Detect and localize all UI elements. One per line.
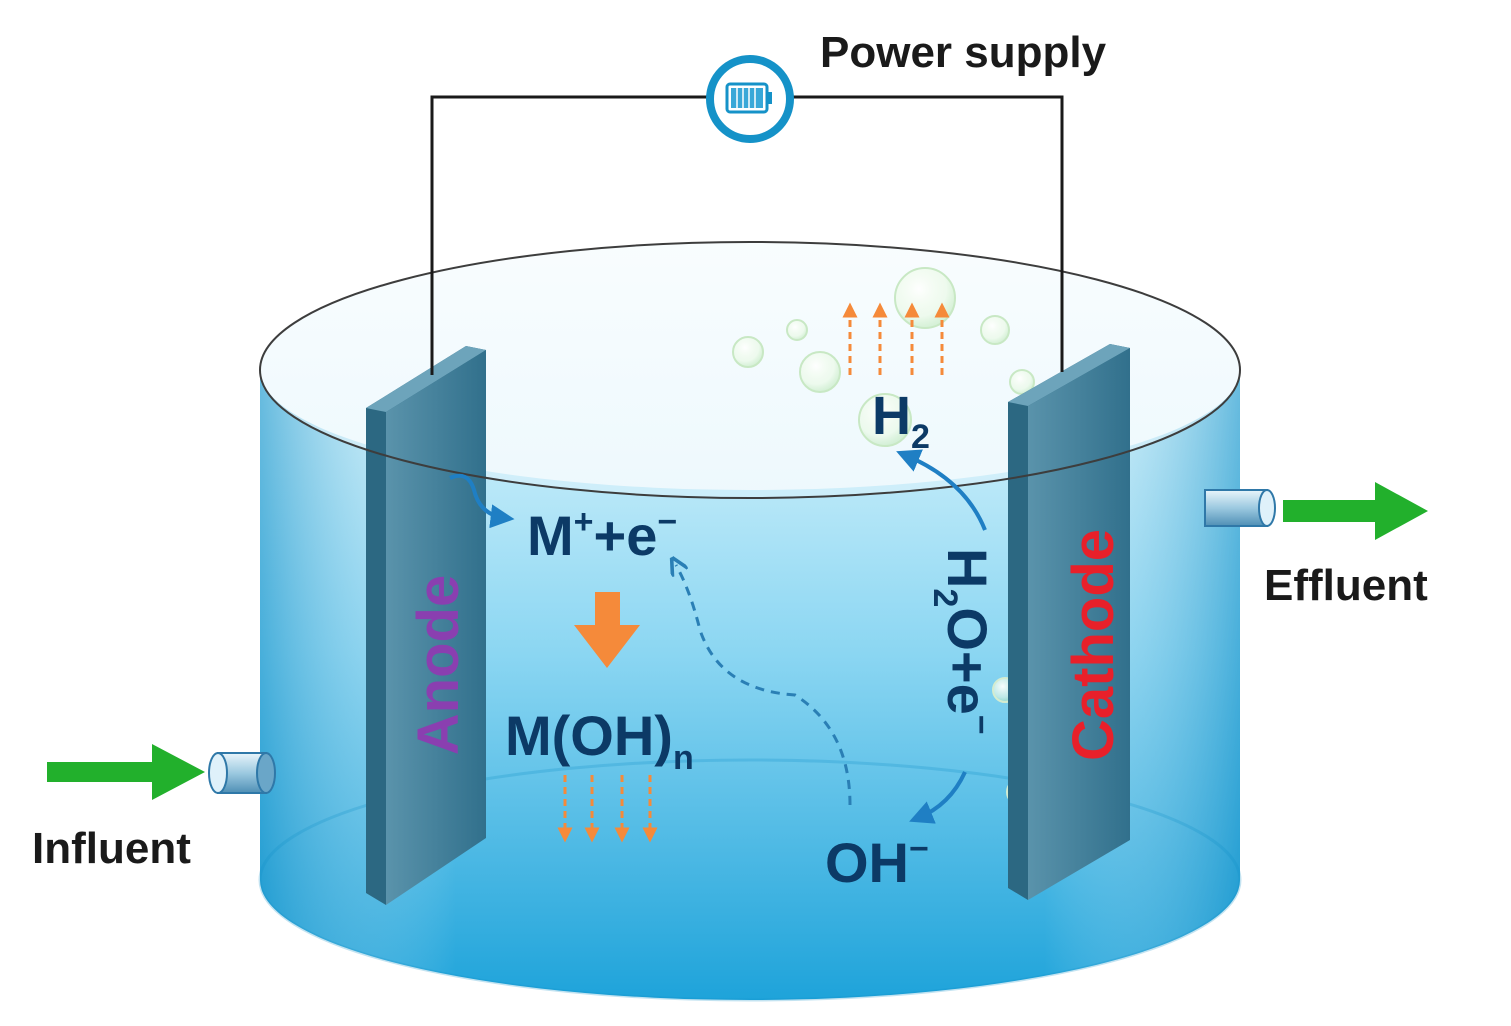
influent-label: Influent [32, 824, 191, 873]
cathode-wire [792, 95, 1064, 372]
metal-ion-formula: M++e− [527, 503, 677, 567]
power-supply-label: Power supply [820, 28, 1107, 77]
cathode-electrode [1008, 344, 1130, 900]
tank-rim [259, 241, 1241, 499]
anode-release-arrow [449, 473, 515, 529]
water-reduction-formula: H2O+e− [926, 548, 1000, 735]
power-supply [706, 55, 794, 143]
anode-wire [430, 95, 708, 375]
anode-label: Anode [406, 575, 471, 755]
metal-hydroxide-formula: M(OH)n [505, 704, 694, 777]
influent-pipe [208, 752, 276, 794]
cathode-label: Cathode [1061, 529, 1126, 761]
battery-icon [725, 82, 772, 114]
effluent-pipe [1204, 489, 1276, 527]
precipitation-arrow [574, 592, 640, 668]
effluent-arrow [1283, 482, 1428, 540]
hydroxide-formation-arrow [909, 771, 967, 824]
influent-arrow [47, 744, 205, 800]
hydroxide-migration-arrow [676, 565, 852, 806]
anode-electrode [366, 346, 486, 905]
effluent-label: Effluent [1264, 561, 1428, 610]
hydrogen-rise-arrows [842, 302, 950, 375]
hydrogen-formula: H2 [872, 386, 930, 456]
hydrogen-formation-arrow [896, 449, 987, 531]
hydroxide-formula: OH− [825, 830, 929, 894]
sedimentation-arrows [557, 775, 658, 843]
